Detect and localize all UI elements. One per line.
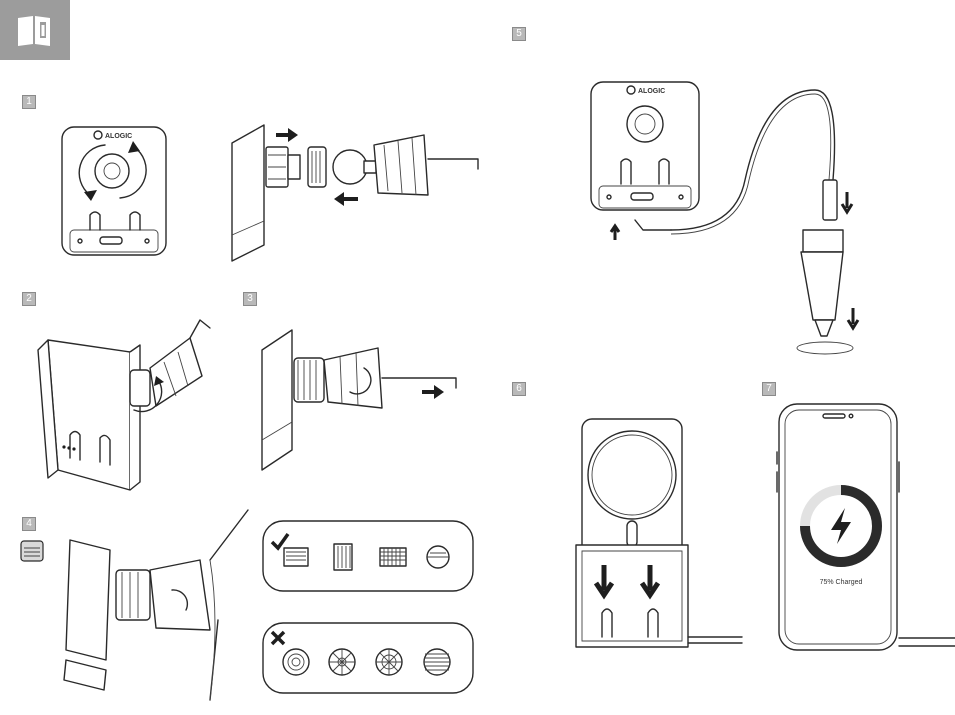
step-1-label: 1 xyxy=(22,95,36,109)
checkmark-icon xyxy=(270,532,290,551)
step4-incompatible-vents xyxy=(262,622,474,694)
brand-logo-text-2: ALOGIC xyxy=(638,88,665,95)
brand-logo-text: ALOGIC xyxy=(105,133,132,140)
horizontal-vent-icon xyxy=(283,547,309,567)
step7-phone-charging: 75% Charged xyxy=(776,403,955,651)
manual-info-icon xyxy=(18,16,50,46)
grid-vent-icon xyxy=(379,547,407,567)
step3-side-mount xyxy=(261,329,457,471)
step-3-label: 3 xyxy=(243,292,257,306)
round-vent-radial-icon xyxy=(328,648,356,676)
vertical-vent-icon xyxy=(333,543,353,571)
step-6-label: 6 xyxy=(512,382,526,396)
step4-vent-install xyxy=(63,509,249,701)
charge-status-text: 75% Charged xyxy=(820,579,863,586)
x-mark-icon xyxy=(270,630,286,646)
manual-info-badge xyxy=(0,0,70,60)
step-4-label: 4 xyxy=(22,517,36,531)
step1-exploded-side xyxy=(231,124,479,262)
step2-cradle-assembly xyxy=(37,319,211,491)
step-7-label: 7 xyxy=(762,382,776,396)
step6-phone-insert xyxy=(575,418,743,648)
step-2-label: 2 xyxy=(22,292,36,306)
step1-charger-front: ALOGIC xyxy=(61,126,167,256)
step4-compatible-vents xyxy=(262,520,474,592)
round-vent-radial-ring-icon xyxy=(375,648,403,676)
round-vent-dense-icon xyxy=(423,648,451,676)
round-vent-concentric-icon xyxy=(282,648,310,676)
step4-vent-thumb-icon xyxy=(20,540,44,562)
step-5-label: 5 xyxy=(512,27,526,41)
charge-ring-progress xyxy=(800,485,882,567)
step5-car-charger-setup: ALOGIC xyxy=(590,81,860,355)
lightning-bolt-icon xyxy=(831,508,851,544)
